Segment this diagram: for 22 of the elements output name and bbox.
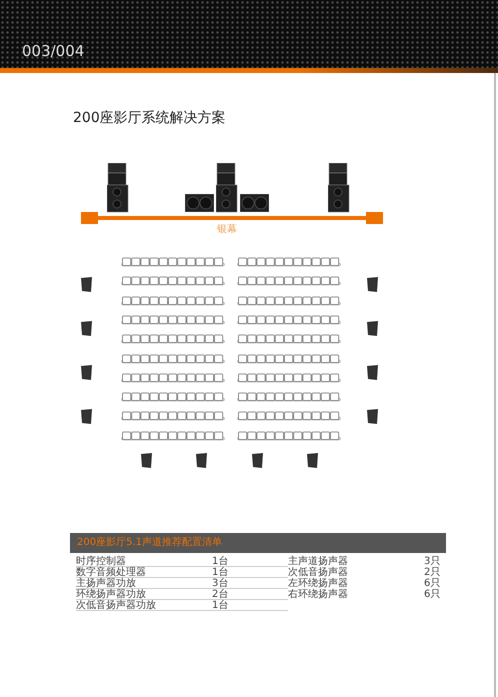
table-cell-text: 左环绕扬声器: [288, 578, 349, 589]
table-cell: 1台: [212, 556, 288, 567]
table-cell: 1台: [212, 600, 288, 611]
page-number: 003/004: [22, 44, 84, 59]
title: 200座影厅系统解决方案: [73, 111, 226, 125]
table-cell: 时序控制器: [76, 556, 212, 567]
table-title: 200座影厅5.1声道推荐配置清单: [77, 538, 222, 548]
table-cell-text: 6只: [424, 578, 442, 589]
table-cell: 环绕扬声器功放: [76, 589, 212, 600]
table-cell-text: 右环绕扬声器: [288, 589, 349, 600]
table-cell: 数字音频处理器: [76, 567, 212, 578]
table-cell-text: 次低音扬声器: [288, 567, 349, 578]
screen-label: 银幕: [217, 225, 237, 235]
table-cell-text: 3只: [424, 556, 442, 567]
table-cell-text: 主声道扬声器: [288, 556, 349, 567]
table-cell: 3台: [212, 578, 288, 589]
table-cell: 1台: [212, 567, 288, 578]
table-cell: 主扬声器功放: [76, 578, 212, 589]
table-cell-text: 6只: [424, 589, 442, 600]
table-cell: 2台: [212, 589, 288, 600]
table-cell: 次低音扬声器功放: [76, 600, 212, 611]
table-cell-text: 2只: [424, 567, 442, 578]
